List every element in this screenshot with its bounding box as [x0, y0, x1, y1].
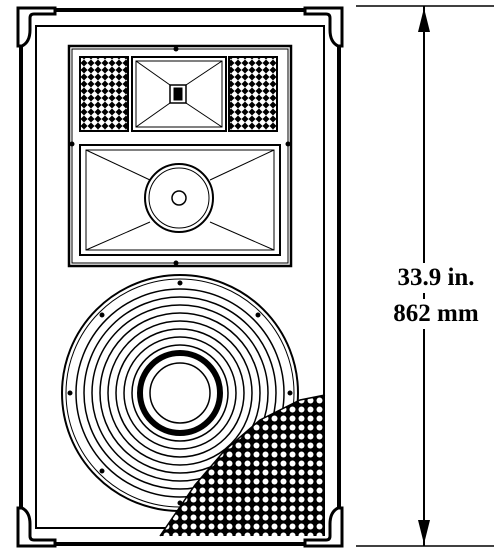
corner-bottom-left [16, 506, 57, 548]
arrowhead-top [418, 8, 430, 32]
corner-protectors [16, 6, 344, 548]
cabinet-outer [19, 8, 341, 546]
corner-bottom-right [303, 506, 344, 548]
right-mesh-grille [228, 56, 278, 132]
height-metric-label: 862 mm [372, 299, 500, 329]
woofer-dust-cap [137, 350, 223, 436]
corner-top-left [16, 6, 57, 48]
tweeter-horn [131, 56, 227, 132]
left-mesh-grille [79, 56, 129, 132]
corner-top-right [303, 6, 344, 48]
midrange-horn [79, 144, 281, 256]
arrowhead-bottom [418, 520, 430, 544]
height-imperial-label: 33.9 in. [372, 263, 500, 293]
woofer [61, 274, 299, 512]
hf-panel [67, 44, 293, 268]
